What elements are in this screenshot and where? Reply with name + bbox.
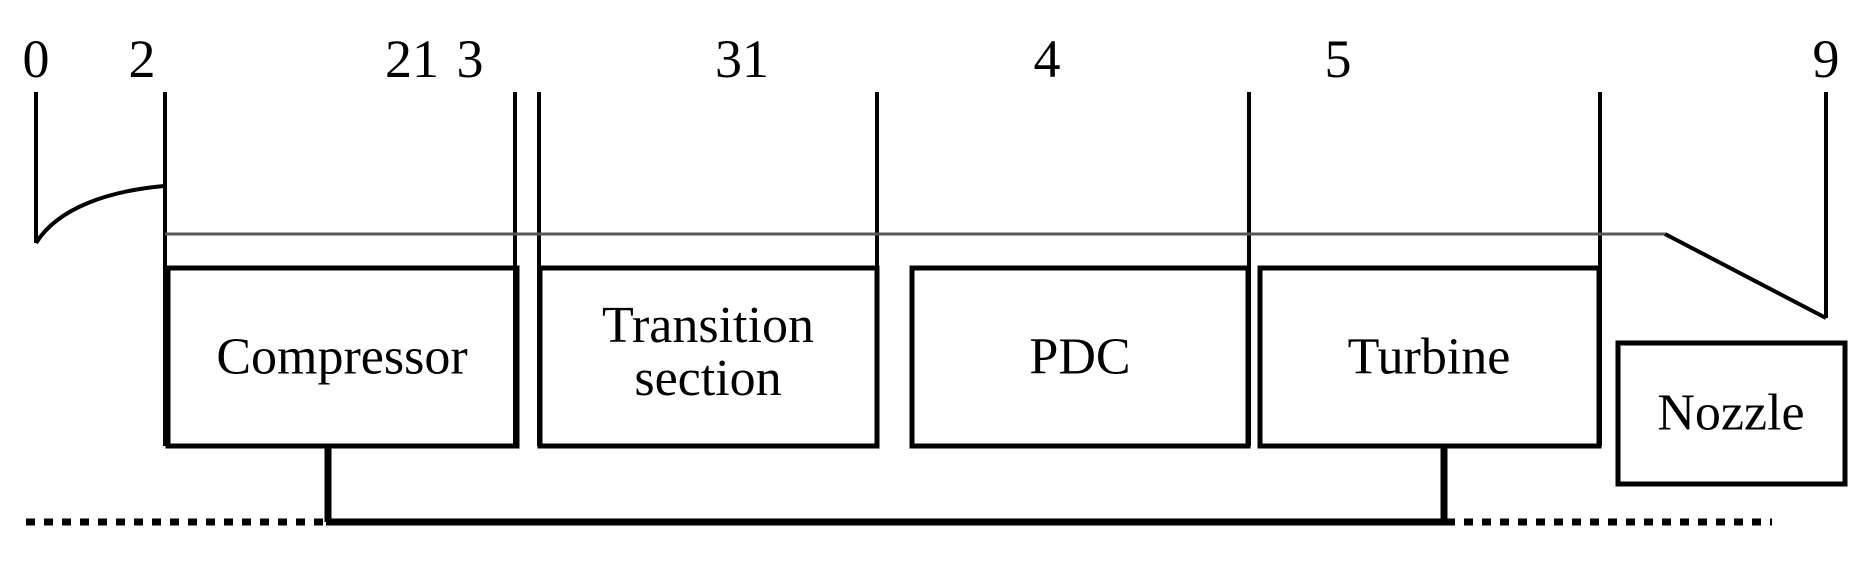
nozzle-box <box>1615 340 1848 487</box>
turbine-box <box>1257 265 1602 449</box>
engine-shaft <box>26 446 1772 526</box>
station-label-31: 31 <box>715 29 769 89</box>
compressor-label: Compressor <box>216 328 468 386</box>
station-label-21: 21 <box>385 29 439 89</box>
transition-section-label: Transition section <box>602 296 814 407</box>
component-boxes <box>165 265 1848 487</box>
station-label-3: 3 <box>456 29 484 89</box>
pdc-box <box>909 265 1251 449</box>
station-label-4: 4 <box>1033 29 1061 89</box>
inlet-curve-line <box>34 184 165 245</box>
engine-cowl-flowpath <box>165 232 1827 320</box>
station-label-2: 2 <box>128 29 156 89</box>
compressor-box <box>165 265 520 449</box>
nozzle-label: Nozzle <box>1657 384 1805 442</box>
nozzle-taper-line <box>1664 232 1827 320</box>
station-label-0: 0 <box>22 29 50 89</box>
transition-section-box <box>537 265 880 449</box>
station-label-5: 5 <box>1324 29 1352 89</box>
turbine-label: Turbine <box>1347 328 1511 386</box>
pdc-label: PDC <box>1029 328 1131 386</box>
station-label-9: 9 <box>1812 29 1840 89</box>
